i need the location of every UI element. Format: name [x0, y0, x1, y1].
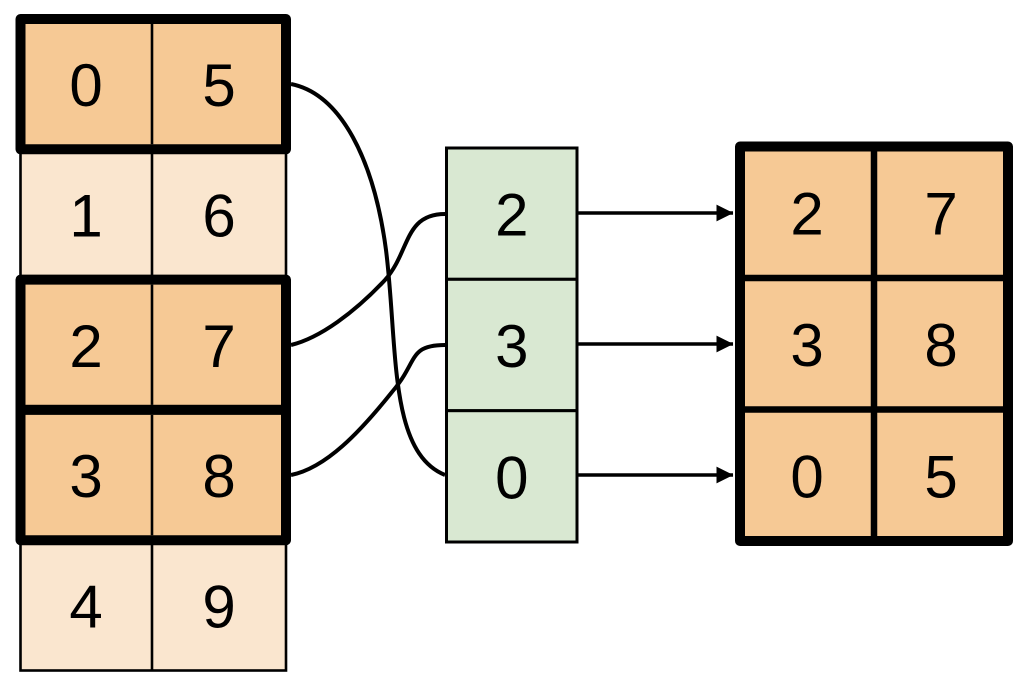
index-cell-1-box [445, 277, 579, 413]
connector-curve-row0-to-index0 [290, 82, 446, 477]
source-cell-label: 9 [202, 573, 235, 640]
source-row-4 [19, 538, 288, 672]
source-cell-label: 8 [202, 443, 235, 510]
source-table: 0 5 1 6 2 7 3 8 4 9 [15, 14, 291, 672]
result-cell-label: 0 [790, 443, 823, 510]
connector-curve-row3-to-index3 [290, 343, 446, 477]
source-row-2 [15, 274, 291, 415]
source-cell-label: 4 [69, 573, 102, 640]
source-cell-label: 7 [202, 313, 235, 380]
source-cell-label: 6 [202, 183, 235, 250]
source-to-index-connectors [290, 82, 446, 477]
source-cell-label: 3 [69, 443, 102, 510]
connector-curve-row2-to-index2 [290, 212, 446, 347]
result-table-border [735, 141, 1013, 546]
index-column: 2 3 0 [445, 146, 579, 544]
result-cell-label: 7 [924, 180, 957, 247]
source-cell-label: 5 [202, 52, 235, 119]
result-cell-label: 2 [790, 180, 823, 247]
index-cell-label: 3 [495, 313, 528, 380]
index-cell-label: 0 [495, 444, 528, 511]
result-table: 2 7 3 8 0 5 [735, 141, 1013, 546]
source-cell-label: 1 [69, 183, 102, 250]
index-to-result-arrows [578, 204, 734, 484]
source-cell-label: 0 [69, 52, 102, 119]
source-row-0 [15, 14, 291, 155]
source-row-1 [19, 148, 288, 281]
index-cell-label: 2 [495, 182, 528, 249]
index-cell-2-box [445, 409, 579, 544]
result-cell-label: 3 [790, 312, 823, 379]
source-row-3 [15, 404, 291, 546]
result-cell-label: 5 [924, 443, 957, 510]
result-cell-label: 8 [924, 312, 957, 379]
index-cell-0-box [445, 146, 579, 281]
source-cell-label: 2 [69, 313, 102, 380]
